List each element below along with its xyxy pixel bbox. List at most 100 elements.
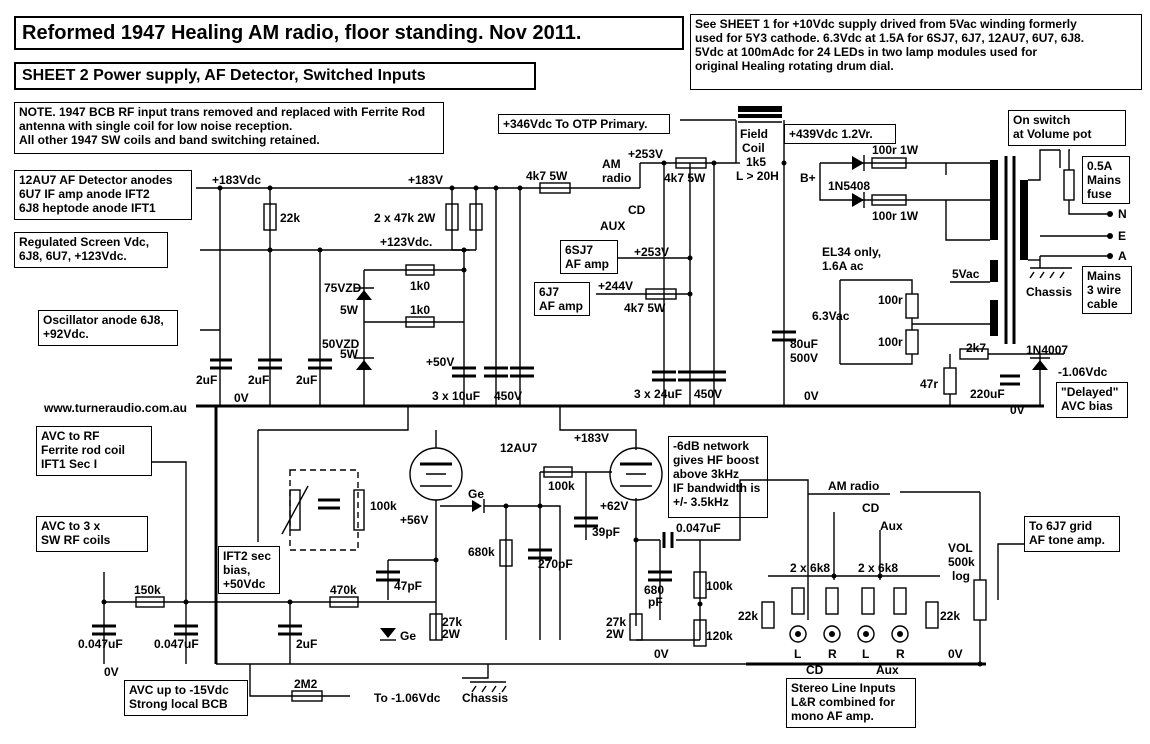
label-0-047uf-a: 0.047uF [676, 521, 721, 535]
label-120k: 120k [706, 629, 733, 643]
label-4k7-c: 4k7 5W [624, 301, 666, 315]
label-3x24uf: 3 x 24uF [634, 387, 682, 401]
label-5vac: 5Vac [952, 267, 980, 281]
label-220uf: 220uF [970, 387, 1005, 401]
label-680pf: 680 [644, 583, 664, 597]
label-chassis-a: Chassis [1026, 285, 1072, 299]
label-ge-a: Ge [468, 487, 484, 501]
label-100r-1w-b: 100r 1W [872, 209, 919, 223]
note-avc-to-sw: AVC to 3 x SW RF coils [36, 516, 148, 552]
label-l-b: L [862, 647, 869, 661]
hv-rails [196, 119, 1044, 664]
label-100r-a: 100r [878, 293, 903, 307]
supply-capacitors [210, 330, 1020, 386]
label-1k0-b: 1k0 [410, 303, 430, 317]
label-field-coil-4: L > 20H [736, 169, 779, 183]
label-450v-b: 450V [694, 387, 722, 401]
note-6sj7: 6SJ7 AF amp [560, 240, 618, 274]
label-16a: 1.6A ac [822, 259, 864, 273]
label-cd-switch: CD [628, 203, 646, 217]
note-stereo-inputs: Stereo Line Inputs L&R combined for mono… [786, 678, 916, 728]
label-2m2: 2M2 [294, 677, 318, 691]
note-screen-vdc: Regulated Screen Vdc, 6J8, 6U7, +123Vdc. [14, 232, 168, 268]
note-to-6j7: To 6J7 grid AF tone amp. [1024, 516, 1120, 552]
label-e: E [1118, 229, 1126, 243]
label-to-minus-1-06: To -1.06Vdc [374, 691, 441, 705]
zener-diodes [354, 287, 374, 370]
label-500k: 500k [948, 555, 975, 569]
label-a: A [1118, 249, 1127, 263]
label-el34: EL34 only, [822, 245, 881, 259]
label-cd-b: CD [862, 501, 880, 515]
label-150k: 150k [134, 583, 161, 597]
note-avc-to-rf: AVC to RF Ferrite rod coil IFT1 Sec I [36, 426, 152, 476]
label-b-plus: B+ [800, 171, 816, 185]
label-50v: +50V [426, 355, 454, 369]
label-50vzd: 50VZD [322, 337, 360, 351]
label-680k: 680k [468, 545, 495, 559]
ift2-transformer [281, 469, 365, 551]
label-244v: +244V [598, 279, 633, 293]
label-183v: +183V [408, 173, 443, 187]
label-ge-b: Ge [400, 629, 416, 643]
label-12au7: 12AU7 [500, 441, 538, 455]
label-39pf: 39pF [592, 525, 620, 539]
label-1n5408: 1N5408 [828, 179, 870, 193]
label-aux-c: Aux [876, 663, 899, 677]
label-2uf-d: 2uF [296, 637, 317, 651]
label-chassis-b: Chassis [462, 691, 508, 705]
label-0v-b: 0V [804, 389, 819, 403]
field-coil [738, 106, 782, 123]
label-183vdc: +183Vdc [212, 173, 261, 187]
note-6j7: 6J7 AF amp [534, 282, 590, 316]
label-47pf: 47pF [394, 579, 422, 593]
supply-resistors [263, 157, 989, 395]
label-270pf: 270pF [538, 557, 573, 571]
label-aux-b: Aux [880, 519, 903, 533]
label-6-3vac: 6.3Vac [812, 309, 850, 323]
label-3x10uf: 3 x 10uF [432, 389, 480, 403]
label-22k: 22k [280, 211, 300, 225]
label-2x6k8-a: 2 x 6k8 [790, 561, 830, 575]
label-47r: 47r [920, 377, 938, 391]
label-253v-b: +253V [634, 245, 669, 259]
note-mains-cable: Mains 3 wire cable [1082, 266, 1132, 314]
note-on-switch: On switch at Volume pot [1008, 110, 1126, 146]
label-2uf-b: 2uF [248, 373, 269, 387]
label-75vzd-watt: 5W [340, 303, 359, 317]
label-am-radio-b: AM radio [828, 479, 879, 493]
label-2x47k: 2 x 47k 2W [374, 211, 436, 225]
label-450v-a: 450V [494, 389, 522, 403]
label-22k-a: 22k [738, 609, 758, 623]
note-hf-boost: -6dB network gives HF boost above 3kHz I… [668, 436, 768, 518]
sheet-subtitle: SHEET 2 Power supply, AF Detector, Switc… [14, 62, 536, 90]
label-0v-e: 0V [104, 665, 119, 679]
label-27k-b-2w: 2W [606, 627, 625, 641]
label-0-047uf-c: 0.047uF [154, 637, 199, 651]
label-0-047uf-b: 0.047uF [78, 637, 123, 651]
label-183v-b: +183V [574, 431, 609, 445]
label-100k-c: 100k [706, 579, 733, 593]
label-27k-a: 27k [442, 615, 462, 629]
note-avc-strong: AVC up to -15Vdc Strong local BCB [124, 680, 248, 716]
label-cd-c: CD [806, 663, 824, 677]
label-27k-a-2w: 2W [442, 627, 461, 641]
label-253v-a: +253V [628, 147, 663, 161]
label-2x6k8-b: 2 x 6k8 [858, 561, 898, 575]
label-100r-b: 100r [878, 335, 903, 349]
page-title: Reformed 1947 Healing AM radio, floor st… [14, 16, 684, 50]
label-n: N [1118, 207, 1127, 221]
label-aux-switch: AUX [600, 219, 625, 233]
label-log: log [952, 569, 970, 583]
mains-transformer [990, 149, 1113, 344]
note-ift2-bias: IFT2 sec bias, +50Vdc [218, 546, 280, 594]
label-75vzd: 75VZD [324, 281, 362, 295]
label-field-coil-1: Field [740, 127, 768, 141]
label-1k0-a: 1k0 [410, 279, 430, 293]
label-1n4007: 1N4007 [1026, 343, 1068, 357]
note-b-plus-439: +439Vdc 1.2Vr. [784, 124, 896, 144]
heater-network [839, 279, 1064, 406]
label-am-radio-line2: radio [602, 171, 631, 185]
label-4k7-b: 4k7 5W [664, 171, 706, 185]
note-ferrite: NOTE. 1947 BCB RF input trans removed an… [14, 102, 444, 154]
